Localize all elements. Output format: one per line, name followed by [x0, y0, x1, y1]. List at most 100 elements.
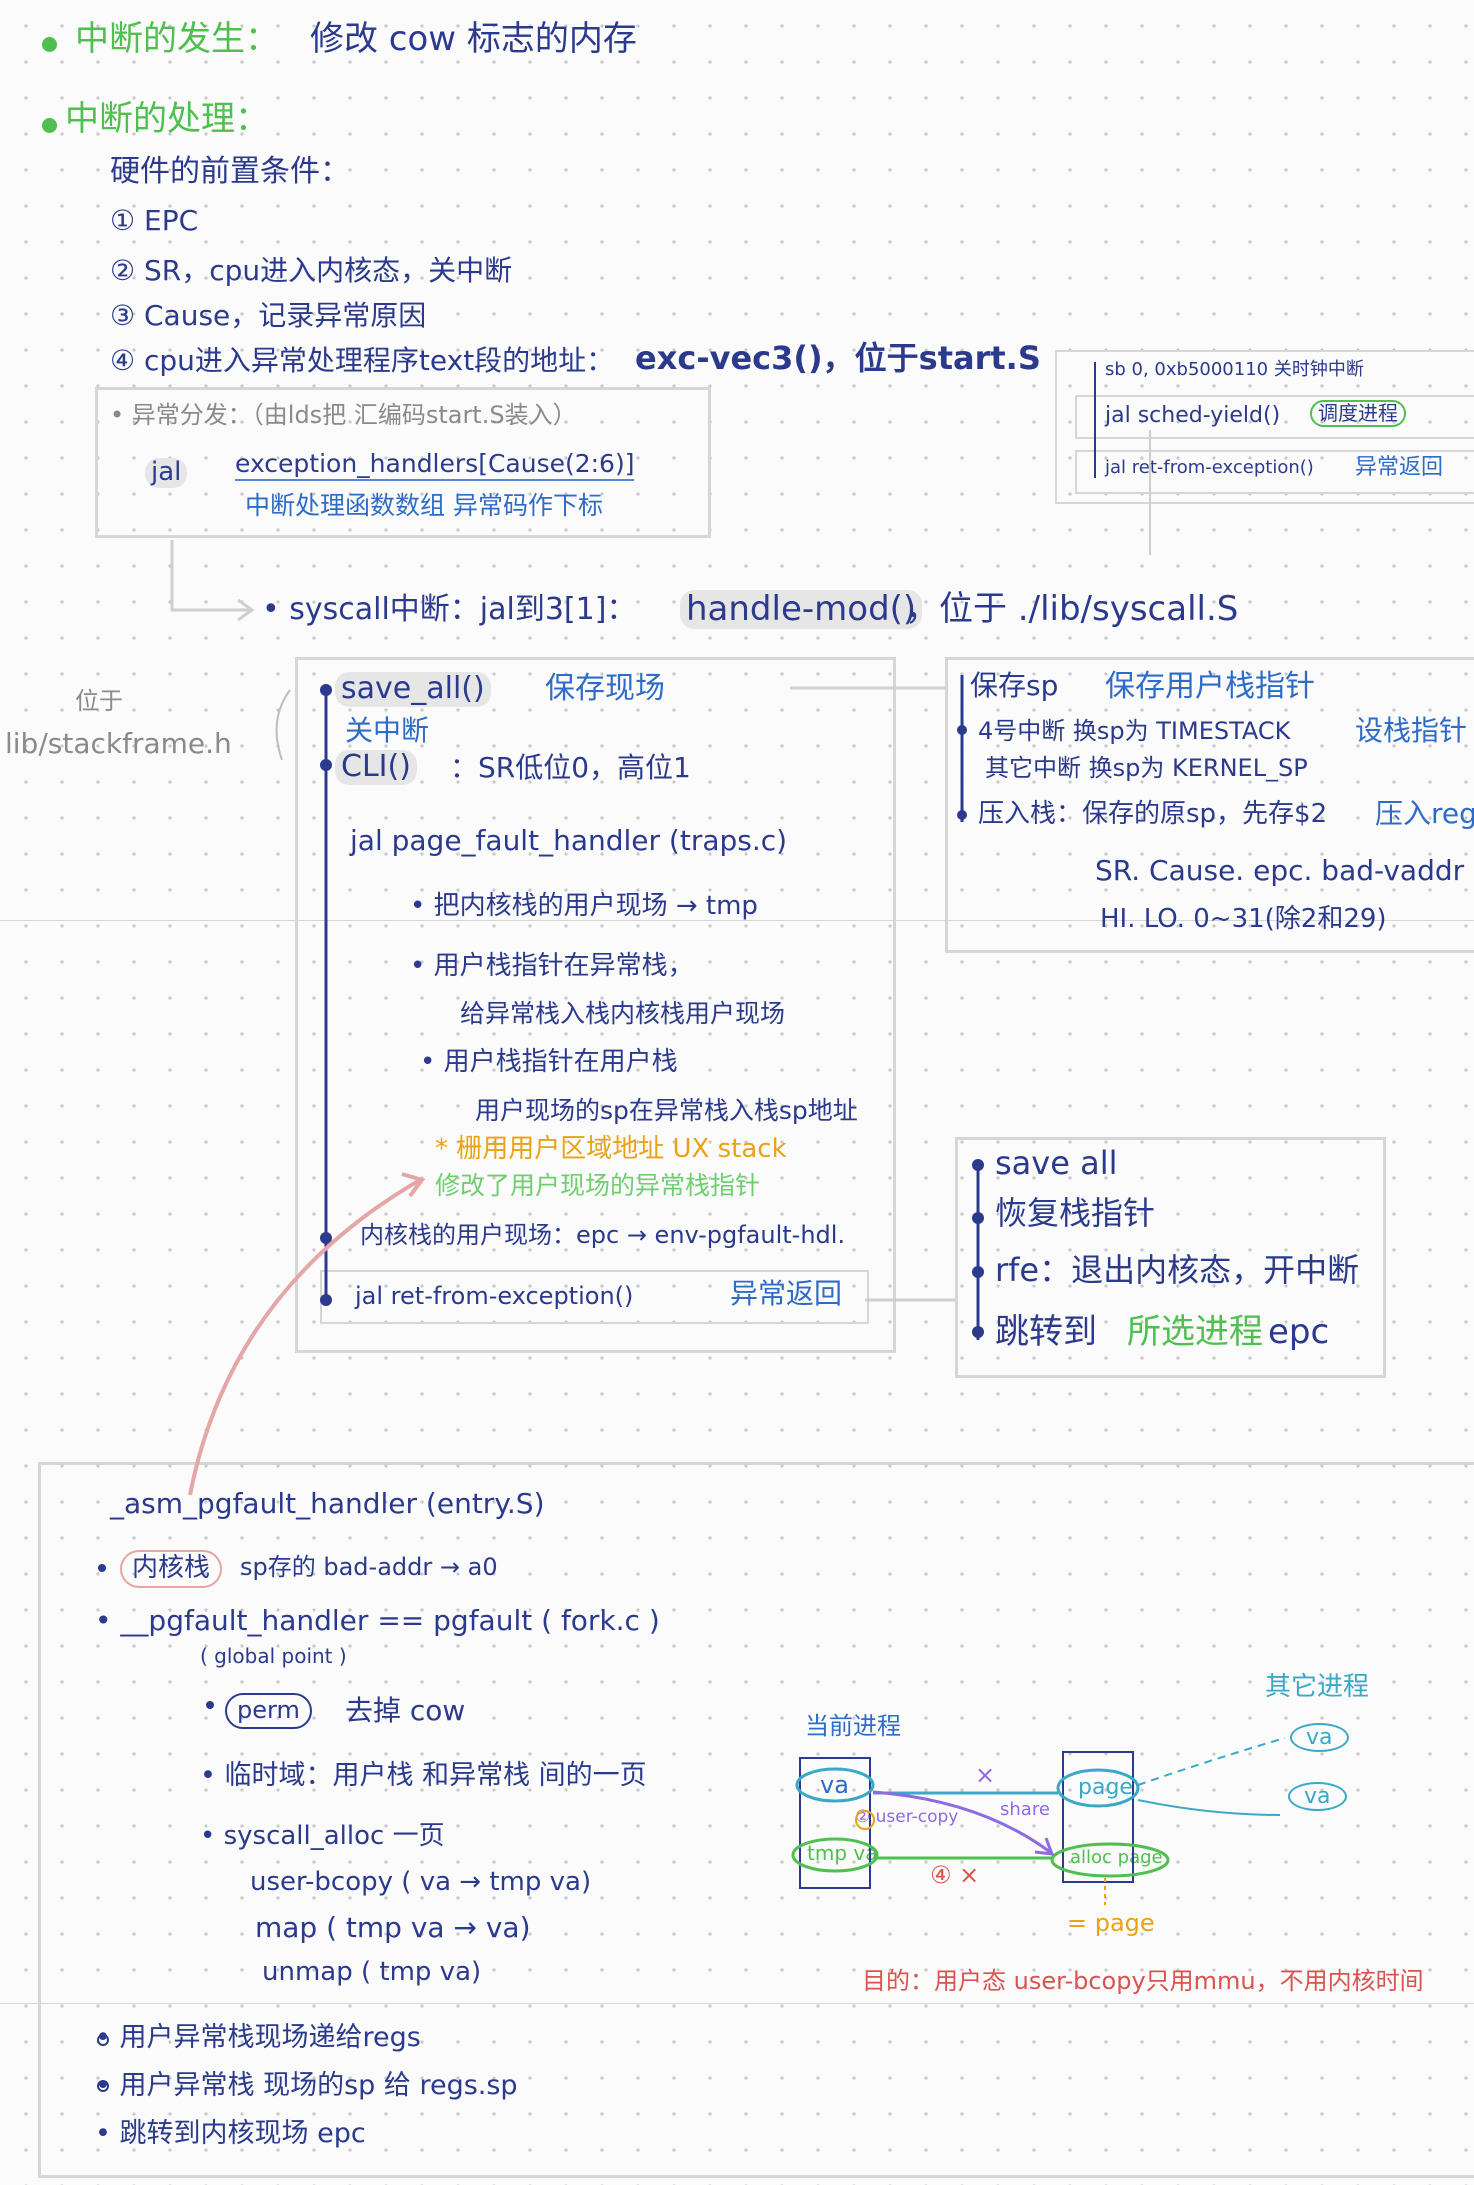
stackframe-l1: 位于 — [75, 687, 123, 715]
dispatch-title: • 异常分发：（由lds把 汇编码start.S装入） — [110, 401, 577, 429]
handler-box — [295, 657, 896, 1353]
syscall-func: handle-mod() — [680, 589, 923, 630]
hw-item: ④ cpu进入异常处理程序text段的地址： — [110, 344, 615, 377]
sched-box — [1055, 350, 1474, 504]
diagram-share: share — [1000, 1799, 1050, 1820]
handler-b2: • 用户栈指针在异常栈， — [410, 951, 694, 981]
diagram-goal: 目的：用户态 user-bcopy只用mmu，不用内核时间 — [862, 1967, 1424, 1995]
handler-cli: CLI() — [335, 749, 417, 785]
bottom-b2: • __pgfault_handler == pgfault ( fork.c … — [95, 1604, 660, 1637]
hw-item: ② SR，cpu进入内核态，关中断 — [110, 254, 513, 287]
page-rule — [0, 2003, 1474, 2004]
bullet-dot — [320, 684, 332, 696]
sched-line2b: 调度进程 — [1310, 400, 1406, 427]
diagram-copy: ② user-copy — [855, 1807, 959, 1827]
retbox-l1: save all — [995, 1144, 1118, 1182]
bottom-box — [38, 1462, 1474, 2178]
handler-pf-jal: jal page_fault_handler (traps.c) — [350, 824, 788, 857]
dispatch-note: 中断处理函数数组 异常码作下标 — [245, 491, 603, 520]
hw-title: 硬件的前置条件： — [110, 154, 350, 189]
bottom-s4: unmap ( tmp va) — [262, 1957, 482, 1987]
retbox-l4b: 所选进程 — [1127, 1312, 1263, 1352]
line1-text: 修改 cow 标志的内存 — [310, 19, 637, 59]
copy-marker — [855, 1810, 875, 1830]
bullet-dot — [97, 2080, 109, 2092]
bullet-dot — [42, 118, 57, 133]
stackframe-l2: lib/stackframe.h — [5, 727, 232, 760]
bottom-s3: map ( tmp va → va) — [255, 1911, 531, 1944]
handler-b3: • 用户栈指针在用户栈 — [420, 1047, 678, 1077]
handler-green-note: 修改了用户现场的异常栈指针 — [435, 1171, 761, 1200]
flow-arrow — [170, 540, 250, 612]
retbox-box — [955, 1137, 1386, 1378]
bracket-stroke — [275, 689, 291, 761]
diagram-page: page — [1078, 1775, 1133, 1800]
hw-addr: exc-vec3()，位于start.S — [635, 339, 1041, 377]
sched-line3b: 异常返回 — [1355, 455, 1444, 480]
diagram-x: × — [975, 1761, 996, 1789]
diagram-alloc: alloc page — [1070, 1847, 1163, 1868]
retbox-l3: rfe：退出内核态，开中断 — [995, 1251, 1360, 1289]
handler-ret-note: 异常返回 — [730, 1277, 843, 1310]
diagram-tmpva: tmp va — [807, 1841, 878, 1865]
handler-save-all: save_all() — [335, 671, 491, 707]
alloc-ellipse — [1050, 1842, 1170, 1878]
bullet-dot — [98, 1564, 106, 1572]
savebox-l4b: 压入reg — [1375, 797, 1474, 830]
handler-b3s: 用户现场的sp在异常栈入栈sp地址 — [475, 1096, 858, 1125]
line1-heading: 中断的发生： — [75, 19, 279, 59]
savebox-box — [945, 657, 1474, 953]
bullet-dot — [320, 1232, 332, 1244]
savebox-l1b: 保存用户栈指针 — [1105, 669, 1315, 704]
diagram-unmap: ④ × — [930, 1861, 980, 1889]
sched-line3: jal ret-from-exception() — [1105, 457, 1314, 478]
va-ellipse — [795, 1767, 875, 1803]
bottom-b1b: sp存的 bad-addr → a0 — [240, 1553, 498, 1581]
sched-inner-box — [1075, 395, 1474, 439]
current-process-column — [799, 1757, 871, 1889]
line2-heading: 中断的处理： — [65, 99, 269, 139]
bullet-dot — [972, 1326, 984, 1338]
retbox-l2: 恢复栈指针 — [995, 1194, 1156, 1232]
syscall-loc: ，位于 ./lib/syscall.S — [905, 589, 1239, 629]
savebox-l4a: 压入栈：保存的原sp，先存$2 — [978, 799, 1328, 829]
diagram-npage: = page — [1067, 1909, 1155, 1937]
bullet-dot — [957, 810, 967, 820]
sched-line1: sb 0, 0xb5000110 关时钟中断 — [1105, 359, 1364, 380]
handler-save-note: 保存现场 — [545, 671, 665, 706]
bottom-perm-text: 去掉 cow — [345, 1694, 466, 1727]
retbox-l4a: 跳转到 — [995, 1312, 1097, 1352]
bottom-e1: • 用户异常栈现场递给regs — [95, 2022, 421, 2053]
diagram-cur: 当前进程 — [805, 1712, 901, 1740]
savebox-l1a: 保存sp — [970, 669, 1059, 702]
bottom-tmp: • 临时域：用户栈 和异常栈 间的一页 — [200, 1760, 647, 1791]
bullet-dot — [320, 1294, 332, 1306]
diagram-other: 其它进程 — [1265, 1672, 1370, 1702]
bullet-dot — [42, 37, 57, 52]
handler-cli-desc: ：SR低位0，高位1 — [450, 751, 691, 784]
diagram-ova1: va — [1290, 1723, 1349, 1753]
pink-arrow-head — [401, 1172, 426, 1198]
syscall-text: • syscall中断：jal到3[1]： — [262, 592, 637, 627]
page-rule — [0, 920, 1474, 921]
bullet-dot — [957, 725, 967, 735]
bullet-dot — [206, 1701, 214, 1709]
dispatch-box — [95, 387, 711, 538]
other-process-column — [1062, 1751, 1134, 1883]
retbox-l4c: epc — [1268, 1312, 1330, 1352]
savebox-l6: HI. LO. 0~31(除2和29) — [1100, 904, 1387, 934]
bullet-dot — [972, 1212, 984, 1224]
flow-arrow-head — [237, 598, 255, 622]
handler-b1: • 把内核栈的用户现场 → tmp — [410, 891, 758, 921]
savebox-l2a: 4号中断 换sp为 TIMESTACK — [978, 717, 1291, 745]
dispatch-target: exception_handlers[Cause(2:6)] — [235, 449, 635, 481]
handler-epc: 内核栈的用户现场：epc → env-pgfault-hdl. — [360, 1221, 846, 1249]
bullet-dot — [972, 1159, 984, 1171]
bottom-b1a: 内核栈 — [120, 1550, 223, 1588]
bottom-perm: perm — [225, 1693, 312, 1729]
page-ellipse — [1056, 1768, 1140, 1808]
bottom-s1: • syscall_alloc 一页 — [200, 1821, 445, 1851]
handler-b2s: 给异常栈入栈内核栈用户现场 — [460, 999, 786, 1028]
bottom-title: _asm_pgfault_handler (entry.S) — [110, 1487, 545, 1520]
hw-item: ① EPC — [110, 204, 199, 237]
